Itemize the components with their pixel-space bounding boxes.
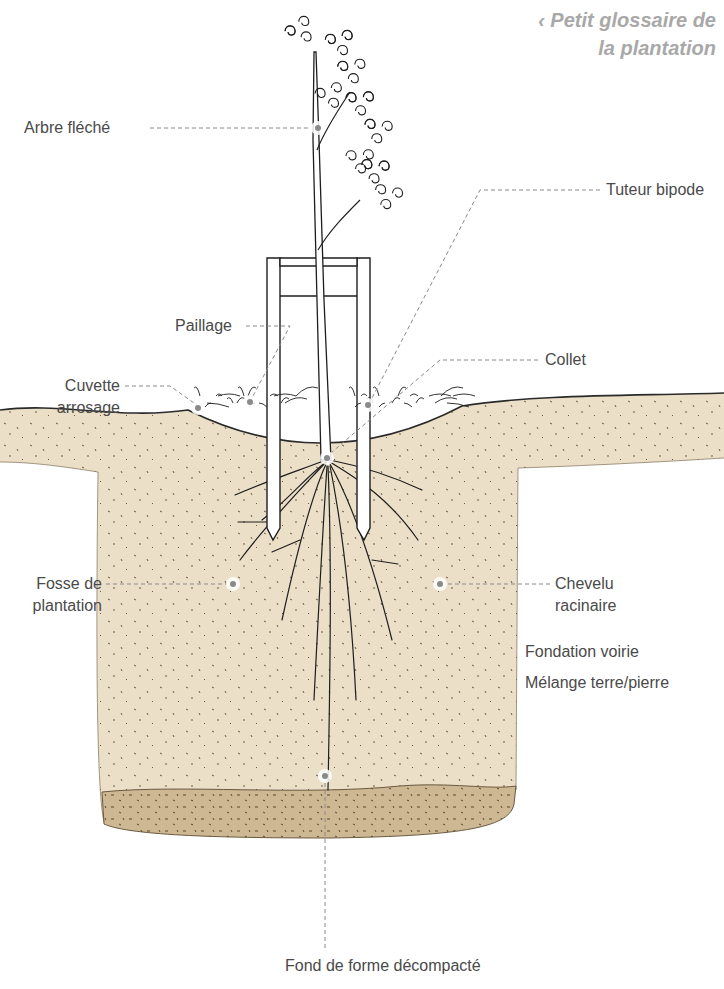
leaf-scribble (381, 200, 391, 209)
leaf-scribble (301, 32, 311, 41)
mulch-stroke (281, 398, 289, 403)
leaf-scribble (363, 92, 373, 101)
mulch-stroke (227, 398, 233, 403)
mulch-stroke (398, 387, 406, 396)
mulch-stroke (259, 403, 267, 407)
mulch-stroke (416, 398, 424, 403)
mulch-stroke (238, 387, 244, 396)
part-label: Fosse de plantation (22, 573, 102, 617)
leaf-scribble (346, 93, 356, 102)
leaf-scribble (346, 151, 356, 160)
leaf-scribble (342, 30, 352, 39)
mulch-stroke (447, 403, 469, 407)
part-label: Paillage (175, 315, 232, 337)
leaf-scribble (325, 34, 335, 43)
tree-branch (318, 200, 360, 250)
leaf-scribble (379, 161, 389, 170)
mulch-stroke (404, 403, 412, 407)
leaf-scribble (346, 93, 356, 102)
leader-lines (106, 128, 600, 948)
leaf-scribble (315, 88, 325, 97)
leader-dots (191, 121, 447, 783)
layer-label: Fondation voirie (525, 641, 639, 663)
leaf-scribble (356, 164, 366, 173)
mulch-stroke (349, 387, 355, 396)
mulch-stroke (410, 394, 418, 396)
leaf-scribble (299, 16, 309, 25)
leaf-scribble (331, 83, 341, 92)
mulch-stroke (355, 403, 361, 407)
part-label: Tuteur bipode (606, 179, 704, 201)
root-system (235, 460, 422, 790)
part-label: Chevelu racinaire (555, 573, 647, 617)
mulch-stroke (453, 394, 475, 396)
leaf-scribble (365, 119, 375, 128)
leaf-scribble (363, 150, 373, 159)
layer-label: Mélange terre/pierre (525, 672, 669, 694)
leaf-scribble (372, 134, 382, 143)
leaf-scribble (342, 31, 352, 40)
mulch-stroke (435, 398, 457, 403)
part-label: Collet (545, 349, 586, 371)
mulch-stroke (296, 387, 318, 396)
leaf-scribble (338, 61, 348, 70)
leaf-scribble (376, 185, 386, 194)
part-label: Arbre fléché (24, 117, 110, 139)
mulch-stroke (205, 403, 211, 407)
leaf-scribble (393, 188, 403, 197)
part-label: Cuvette arrosage (40, 375, 120, 419)
mulch-stroke (379, 403, 385, 407)
mulch-stroke (392, 398, 400, 403)
leaf-scribble (365, 119, 375, 128)
leaf-scribble (356, 106, 366, 115)
leaf-scribble (379, 161, 389, 170)
leaf-scribble (325, 34, 335, 43)
mulch-stroke (429, 394, 451, 396)
foliage (285, 16, 402, 208)
mulch-stroke (361, 394, 367, 396)
tree-branch (317, 92, 350, 150)
glossary-title: ‹ Petit glossaire de la plantation (536, 6, 716, 62)
leaf-scribble (285, 26, 295, 35)
leaf-scribble (338, 45, 348, 54)
leaf-scribble (338, 61, 348, 70)
mulch-strokes (194, 387, 475, 407)
leaf-scribble (348, 74, 358, 83)
leaf-scribble (369, 174, 379, 183)
foundation-texture (102, 785, 516, 838)
leaf-scribble (328, 98, 338, 107)
mulch-stroke (218, 394, 240, 396)
mulch-stroke (194, 387, 200, 396)
leaf-scribble (382, 121, 392, 130)
leaf-scribble (285, 26, 295, 35)
road-foundation-layer (102, 785, 516, 838)
leaf-scribble (355, 59, 365, 68)
mulch-stroke (270, 394, 278, 396)
mulch-stroke (248, 387, 256, 396)
tree-trunk (313, 52, 331, 460)
part-label: Fond de forme décompacté (285, 955, 481, 977)
leaf-scribble (363, 92, 373, 101)
mulch-stroke (207, 403, 229, 407)
